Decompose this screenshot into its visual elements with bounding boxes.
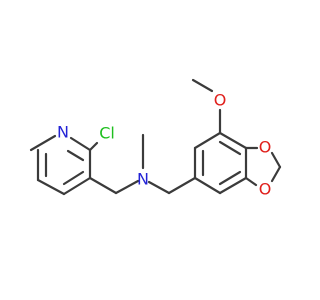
bond [114,179,140,195]
bond [62,170,85,186]
bond [69,136,92,152]
bond [66,149,85,162]
bond [218,176,248,195]
bond [244,176,258,187]
bond [88,176,118,195]
atom-label-dioxole-o-bottom: O [259,180,272,199]
bond [218,131,248,150]
bond [193,131,222,150]
atom-label-methoxy-o: O [214,91,227,110]
atom-label-chlorine: Cl [99,124,115,143]
bond [270,151,282,169]
atom-label-amine-n: N [137,170,149,189]
bond [218,170,242,186]
bond [88,141,99,152]
bonds [29,78,282,196]
bond [167,176,197,195]
atom-label-dioxole-o-top: O [259,138,272,157]
bond [147,180,171,195]
atom-labels: N Cl N O O O [57,91,271,199]
bond [218,140,242,156]
bond [191,78,214,93]
structure-drawing: N Cl N O O O [29,78,282,199]
bond [270,165,282,183]
atom-label-pyridine-n: N [57,123,69,142]
bond [29,134,57,152]
bond [193,176,222,195]
molecule-diagram: N Cl N O O O [29,78,282,199]
bond [36,178,66,196]
bond [62,176,92,196]
